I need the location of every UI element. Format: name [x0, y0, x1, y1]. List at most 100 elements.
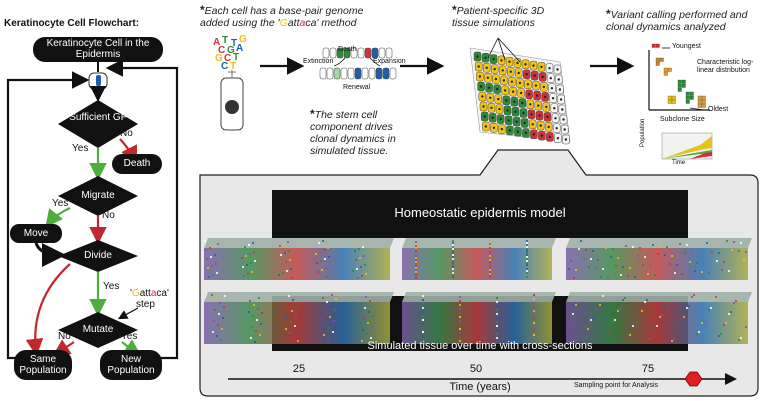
tissue-cell-nucleus — [548, 135, 552, 139]
tissue-cell-nucleus — [538, 114, 541, 117]
model-panel — [199, 149, 759, 397]
new-population-node — [100, 350, 162, 380]
decision4-yes: Yes — [121, 331, 138, 342]
subclone-mark — [685, 95, 690, 100]
tissue-cell-nucleus — [540, 65, 543, 69]
flowchart-title: Keratinocyte Cell Flowchart: — [4, 18, 140, 29]
tissue-cell-nucleus — [505, 99, 508, 102]
tissue-cell-nucleus — [481, 95, 484, 98]
tissue-cell-nucleus — [524, 131, 528, 135]
tissue-cell-nucleus — [559, 98, 563, 101]
genome-letter: A — [236, 43, 244, 54]
tissue-cell-nucleus — [508, 60, 511, 63]
tissue-cell-nucleus — [476, 55, 479, 58]
subclone-mark — [685, 99, 690, 104]
tissue-cell-nucleus — [534, 84, 538, 87]
tissue-cell-nucleus — [484, 125, 488, 128]
clonal-analysis-plot — [648, 43, 713, 160]
decision-sufficient-gf — [58, 100, 138, 148]
subclone-mark — [697, 95, 702, 100]
new-population-label: New Population — [107, 354, 155, 376]
decision4-label: Mutate — [82, 324, 114, 335]
decision2-yes: Yes — [52, 198, 69, 209]
tissue-cell-nucleus — [500, 127, 504, 131]
subclone-mark — [671, 99, 676, 104]
decision-divide — [58, 240, 138, 272]
tissue-cell-nucleus — [485, 66, 488, 70]
clonal-cell — [333, 67, 341, 80]
tissue-cell-nucleus — [482, 105, 485, 108]
clonal-dynamics-diagram — [319, 47, 397, 80]
tissue-cell-nucleus — [532, 64, 535, 67]
model-title-bar — [272, 190, 688, 238]
note-variant: *Variant calling performed and clonal dy… — [606, 7, 748, 33]
tissue-cell-nucleus — [516, 130, 520, 133]
tissue-cell-nucleus — [503, 89, 507, 92]
clonal-cell — [343, 47, 351, 59]
tissue-cell-nucleus — [516, 61, 519, 65]
tissue-cell-nucleus — [501, 69, 504, 72]
tissue-cell-nucleus — [526, 83, 530, 86]
tissue-cell-nucleus — [529, 103, 532, 106]
tissue-cell-nucleus — [561, 108, 564, 111]
note-genome: *Each cell has a base-pair genome added … — [200, 3, 364, 29]
tissue-cell-nucleus — [492, 57, 495, 61]
clonal-cell — [375, 67, 383, 80]
tissue-cell-nucleus — [557, 78, 560, 81]
tissue-cell-nucleus — [483, 115, 486, 118]
genome-letter: C — [224, 53, 232, 64]
genome-letter: A — [213, 37, 221, 48]
clonal-cell — [319, 67, 327, 80]
timeline-tick-label: 25 — [292, 363, 306, 375]
clonal-cell — [371, 47, 379, 59]
timeline-label: Time (years) — [449, 381, 511, 393]
tissue-cell-nucleus — [550, 87, 554, 90]
clonal-extinction-label: Extinction — [303, 58, 334, 65]
subclone-mark — [685, 91, 690, 96]
tissue-cell-nucleus — [547, 125, 550, 129]
genome-letter: C — [221, 61, 229, 72]
tissue-cell-nucleus — [521, 101, 524, 105]
tissue-cell-nucleus — [500, 59, 503, 62]
tissue-cell-nucleus — [523, 121, 526, 125]
subclone-mark — [697, 103, 702, 108]
tissue-3d-simulation — [469, 37, 571, 145]
tissue-cell-nucleus — [508, 129, 512, 132]
tissue-cell-nucleus — [497, 97, 500, 101]
tissue-cell-nucleus — [484, 56, 487, 59]
tissue-cell-nucleus — [486, 76, 490, 80]
subclone-mark — [655, 61, 660, 66]
tissue-cell-nucleus — [509, 70, 512, 73]
same-population-node — [14, 350, 72, 380]
subclone-mark — [697, 99, 702, 104]
note-patient: *Patient-specific 3D tissue simulations — [452, 3, 545, 29]
decision3-label: Divide — [84, 250, 112, 261]
population-label: Population — [640, 118, 646, 147]
tissue-cell-nucleus — [518, 81, 522, 85]
decision1-label: Sufficient GF — [69, 112, 127, 123]
tissue-cell-nucleus — [556, 68, 559, 71]
decision1-yes: Yes — [72, 143, 89, 154]
clonal-expansion-label: Expansion — [373, 58, 406, 65]
genome-letter: T — [233, 52, 240, 63]
tissue-cell-nucleus — [493, 67, 496, 71]
model-subtitle: Simulated tissue over time with cross-se… — [367, 340, 593, 352]
clonal-cell — [350, 47, 358, 59]
tissue-cell-nucleus — [487, 86, 491, 90]
tissue-cell-nucleus — [530, 113, 533, 116]
genome-letter: G — [239, 34, 247, 45]
tissue-cell-nucleus — [556, 137, 560, 140]
genome-letter: T — [231, 38, 238, 49]
clonal-cell — [357, 47, 365, 59]
subclone-mark — [681, 79, 686, 84]
tissue-cell-nucleus — [490, 106, 493, 110]
tissue-cell-nucleus — [524, 63, 527, 66]
clonal-renewal-label: Renewal — [343, 84, 371, 91]
clonal-cell — [361, 67, 369, 80]
tissue-cell-nucleus — [527, 93, 531, 96]
tissue-cell-nucleus — [542, 85, 546, 89]
death-label: Death — [123, 158, 151, 169]
tissue-cell-nucleus — [506, 109, 509, 112]
tissue-cell-nucleus — [554, 117, 557, 120]
